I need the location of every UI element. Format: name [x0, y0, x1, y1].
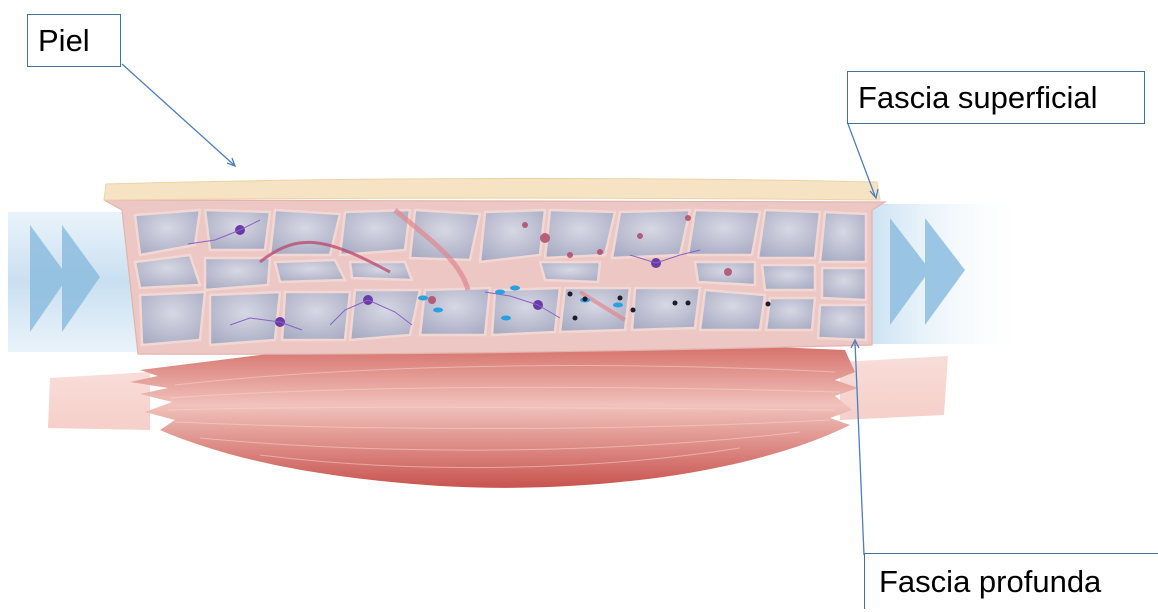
skin-layer [104, 179, 880, 201]
muscle [48, 338, 948, 488]
label-superficial-fascia: Fascia superficial [847, 71, 1145, 124]
label-deep-fascia-text: Fascia profunda [879, 566, 1101, 597]
muscle-belly [130, 338, 858, 488]
label-superficial-fascia-text: Fascia superficial [858, 82, 1097, 113]
tendon-left [48, 372, 150, 430]
label-skin: Piel [27, 14, 121, 67]
leader-line-skin [122, 64, 234, 165]
label-skin-text: Piel [38, 25, 90, 56]
superficial-fascia [104, 200, 885, 354]
label-deep-fascia: Fascia profunda [864, 553, 1158, 609]
